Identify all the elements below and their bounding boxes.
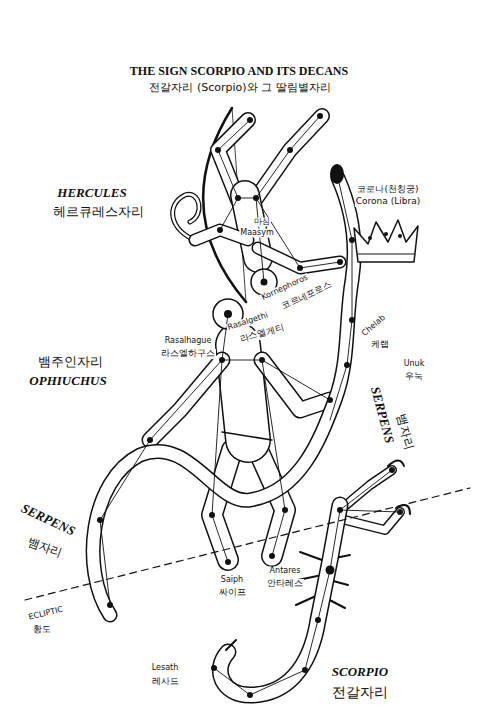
- chart-drawing-part: [255, 116, 322, 200]
- star-name: 마심: [253, 218, 271, 227]
- chart-drawing-part: [25, 108, 470, 698]
- chart-drawing-part: [219, 357, 225, 363]
- chart-drawing-part: [397, 509, 403, 515]
- chart-drawing-part: [282, 507, 288, 513]
- chart-drawing-part: [247, 692, 253, 698]
- chart-drawing-part: [214, 470, 400, 695]
- star-name: 라스엘하구스: [160, 349, 216, 359]
- constellation-name: 뱀주인자리: [37, 355, 104, 369]
- constellation-name: 전갈자리: [331, 685, 389, 700]
- star-name: Unuk: [403, 360, 426, 369]
- chart-drawing-part: [258, 248, 340, 268]
- chart-drawing-part: [215, 147, 221, 153]
- chart-drawing-part: [317, 113, 323, 119]
- star-name: 싸이프: [218, 588, 247, 598]
- subtitle: 전갈자리 (Scorpio)와 그 딸림별자리: [148, 82, 331, 94]
- chart-drawing-part: [326, 566, 335, 575]
- chart-drawing-part: [345, 512, 400, 530]
- chart-drawing-part: [269, 553, 275, 559]
- chart-drawing-part: [238, 345, 248, 440]
- chart-drawing-part: [384, 232, 388, 236]
- chart-drawing-part: [150, 314, 330, 562]
- constellation-name: 헤르큐레스자리: [52, 205, 145, 219]
- chart-drawing-part: [337, 259, 343, 265]
- chart-drawing-part: [315, 617, 321, 623]
- chart-drawing-part: [217, 227, 223, 233]
- chart-drawing-part: [97, 517, 103, 523]
- chart-drawing-part: [344, 362, 350, 368]
- chart-drawing-part: [389, 467, 395, 473]
- line-name: 황도: [32, 625, 52, 635]
- chart-drawing-part: [358, 254, 414, 255]
- star-name: Chelab: [360, 313, 388, 339]
- chart-drawing-part: [297, 265, 303, 271]
- constellation-name: 뱀자리: [394, 412, 417, 452]
- chart-drawing-part: [100, 178, 352, 605]
- constellation-name: HERCULES: [56, 186, 127, 200]
- line-name: ECLIPTIC: [27, 605, 65, 623]
- chart-drawing-part: [330, 164, 344, 184]
- star-name: 레사드: [151, 677, 180, 687]
- constellation-name: SERPENS: [367, 384, 396, 445]
- chart-drawing-part: [226, 640, 236, 650]
- star-name: Rasalhague: [164, 337, 213, 346]
- chart-title: THE SIGN SCORPIO AND ITS DECANS: [0, 64, 478, 79]
- chart-drawing-part: [247, 117, 253, 123]
- constellation-name: Corona (Libra): [355, 197, 421, 207]
- chart-drawing-part: [224, 310, 232, 318]
- chart-drawing-part: [302, 667, 308, 673]
- constellation-name: SCORPIO: [331, 665, 389, 679]
- chart-drawing-part: [258, 248, 340, 268]
- chart-drawing-part: [368, 236, 372, 240]
- chart-drawing-part: [337, 507, 343, 513]
- star-name: Saiph: [220, 576, 244, 585]
- chart-drawing-part: [222, 432, 272, 440]
- chart-drawing-part: [349, 317, 355, 323]
- star-name: Maasym: [239, 229, 274, 238]
- star-name: 케랩: [370, 340, 390, 350]
- chart-drawing-part: [238, 345, 248, 440]
- chart-drawing-part: [253, 195, 259, 201]
- chart-drawing-part: [255, 116, 322, 200]
- star-name: Lesath: [151, 664, 180, 673]
- chart-drawing-part: [211, 665, 217, 671]
- chart-drawing-part: [398, 234, 402, 238]
- star-name: 안타레스: [266, 579, 304, 589]
- constellation-name: 뱀자리: [25, 535, 65, 560]
- chart-drawing-part: [349, 237, 355, 243]
- chart-drawing-part: [25, 488, 470, 600]
- chart-drawing-part: [147, 437, 153, 443]
- chart-drawing-part: [345, 512, 400, 530]
- chart-drawing-part: [354, 220, 418, 262]
- chart-drawing-part: [327, 397, 333, 403]
- chart-drawing-part: [220, 505, 340, 695]
- chart-drawing-part: [220, 505, 340, 695]
- constellation-name: 코로나(천칭궁): [356, 185, 419, 195]
- constellation-name: OPHIUCHUS: [28, 374, 107, 388]
- chart-drawing-part: [261, 279, 268, 286]
- chart-drawing-part: [93, 178, 354, 615]
- chart-drawing-part: [209, 512, 215, 518]
- chart-drawing-part: [107, 602, 113, 608]
- star-name: 우눅: [404, 372, 424, 382]
- constellation-name: SERPENS: [18, 501, 78, 539]
- chart-drawing-part: [93, 178, 354, 615]
- chart-drawing-part: [225, 559, 231, 565]
- chart-drawing-part: [259, 357, 265, 363]
- chart-drawing-part: [262, 360, 330, 410]
- star-name: Antares: [269, 567, 302, 576]
- chart-drawing-part: [287, 147, 293, 153]
- chart-drawing-part: [235, 195, 241, 201]
- chart-drawing-part: [262, 360, 330, 410]
- chart-drawing-part: [218, 116, 340, 282]
